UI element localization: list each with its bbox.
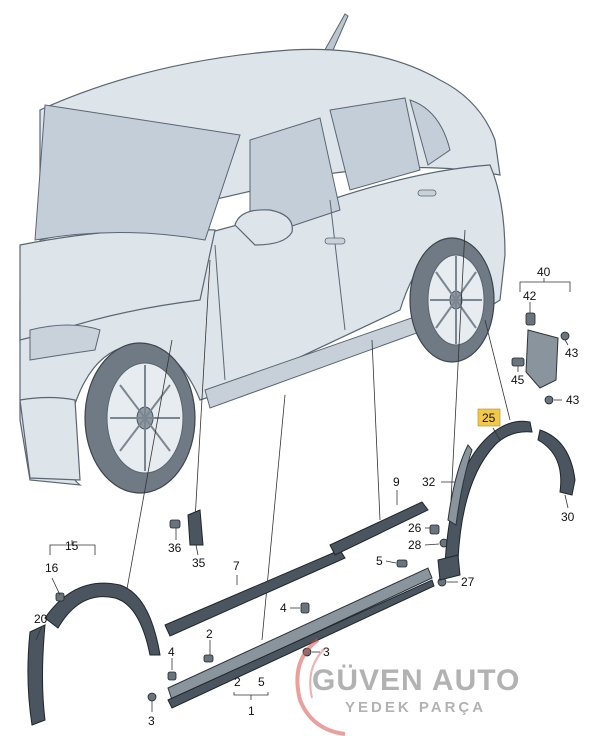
car-quarter-window — [409, 99, 451, 166]
callout-30: 30 — [561, 510, 575, 524]
callout-16: 16 — [45, 561, 59, 575]
car-side-mirror — [234, 209, 293, 246]
clip-2 — [203, 654, 214, 663]
clip-4-left — [167, 671, 177, 681]
clip-4-right — [300, 602, 310, 614]
callout-9: 9 — [393, 475, 400, 489]
callout-27: 27 — [461, 575, 475, 589]
watermark-subtitle: YEDEK PARÇA — [345, 699, 486, 716]
clip-36 — [169, 519, 181, 529]
callout-36: 36 — [168, 541, 182, 555]
callout-32: 32 — [422, 475, 436, 489]
highlight-box-25 — [477, 408, 501, 427]
car-rear-window — [329, 97, 421, 191]
callout-25-highlight: 25 — [477, 408, 501, 427]
callout-5-right: 5 — [376, 554, 383, 568]
car-illustration — [19, 13, 506, 494]
screw-43-bottom — [544, 395, 554, 405]
callout-3-right: 3 — [323, 645, 330, 659]
trim-35 — [187, 509, 204, 546]
rear-wheel-arch-group — [437, 420, 576, 581]
clip-26 — [429, 524, 440, 535]
bracket-main — [525, 329, 559, 389]
arch-trim-30 — [537, 429, 576, 496]
callout-43-bottom: 43 — [566, 393, 580, 407]
callout-45: 45 — [511, 373, 525, 387]
arch-extension-32 — [447, 444, 473, 526]
callout-4-left: 4 — [168, 645, 175, 659]
clip-16 — [55, 592, 65, 602]
screw-3-left — [147, 692, 157, 702]
callout-4-right: 4 — [280, 601, 287, 615]
car-leader-lines — [124, 229, 511, 641]
fasteners — [147, 524, 458, 712]
callout-20: 20 — [34, 612, 48, 626]
callout-1: 1 — [248, 704, 255, 718]
watermark-logo-swoosh — [295, 638, 346, 736]
front-wheel-arch-lower — [27, 624, 46, 726]
screw-43-top — [560, 331, 570, 341]
watermark-brand: GÜVEN AUTO — [312, 664, 520, 697]
car-door-handle — [324, 237, 346, 245]
callout-25: 25 — [482, 411, 496, 425]
callout-5-bottom: 5 — [258, 675, 265, 689]
callout-40: 40 — [537, 265, 551, 279]
mirror-trim-group — [169, 509, 204, 556]
clip-5 — [396, 559, 408, 568]
door-trim-strip-9 — [329, 490, 429, 556]
callout-2-bottom: 2 — [234, 675, 241, 689]
callout-labels: 1 2 2 3 3 4 4 5 5 7 9 15 16 20 25 26 27 … — [34, 265, 580, 728]
bracket-assembly-40 — [511, 278, 571, 405]
callout-35: 35 — [192, 556, 206, 570]
callout-26: 26 — [408, 521, 422, 535]
car-headlight — [29, 324, 101, 361]
car-front-wheel — [84, 342, 196, 494]
clip-42 — [525, 312, 536, 326]
front-wheel-arch-trim — [44, 582, 161, 656]
car-front-window — [249, 117, 341, 241]
callout-7: 7 — [233, 559, 240, 573]
callout-42: 42 — [523, 289, 537, 303]
callout-3-left: 3 — [148, 714, 155, 728]
car-door-line — [329, 199, 346, 331]
callout-43-top: 43 — [565, 346, 579, 360]
arch-lower-section — [437, 554, 461, 581]
car-rear-wheel — [409, 237, 495, 363]
callout-28: 28 — [408, 538, 422, 552]
car-door-line-2 — [214, 244, 226, 381]
callout-15: 15 — [65, 539, 79, 553]
front-wheel-arch-group — [27, 540, 161, 726]
callout-2-top: 2 — [206, 627, 213, 641]
car-windshield — [34, 104, 241, 241]
clip-45 — [511, 357, 525, 367]
sill-panel-1 — [167, 567, 435, 709]
car-front-bumper — [19, 396, 81, 481]
car-door-handle-2 — [417, 189, 437, 197]
watermark: GÜVEN AUTO YEDEK PARÇA — [295, 638, 520, 736]
door-trim-strip-7 — [164, 549, 346, 637]
car-hood — [19, 228, 216, 341]
